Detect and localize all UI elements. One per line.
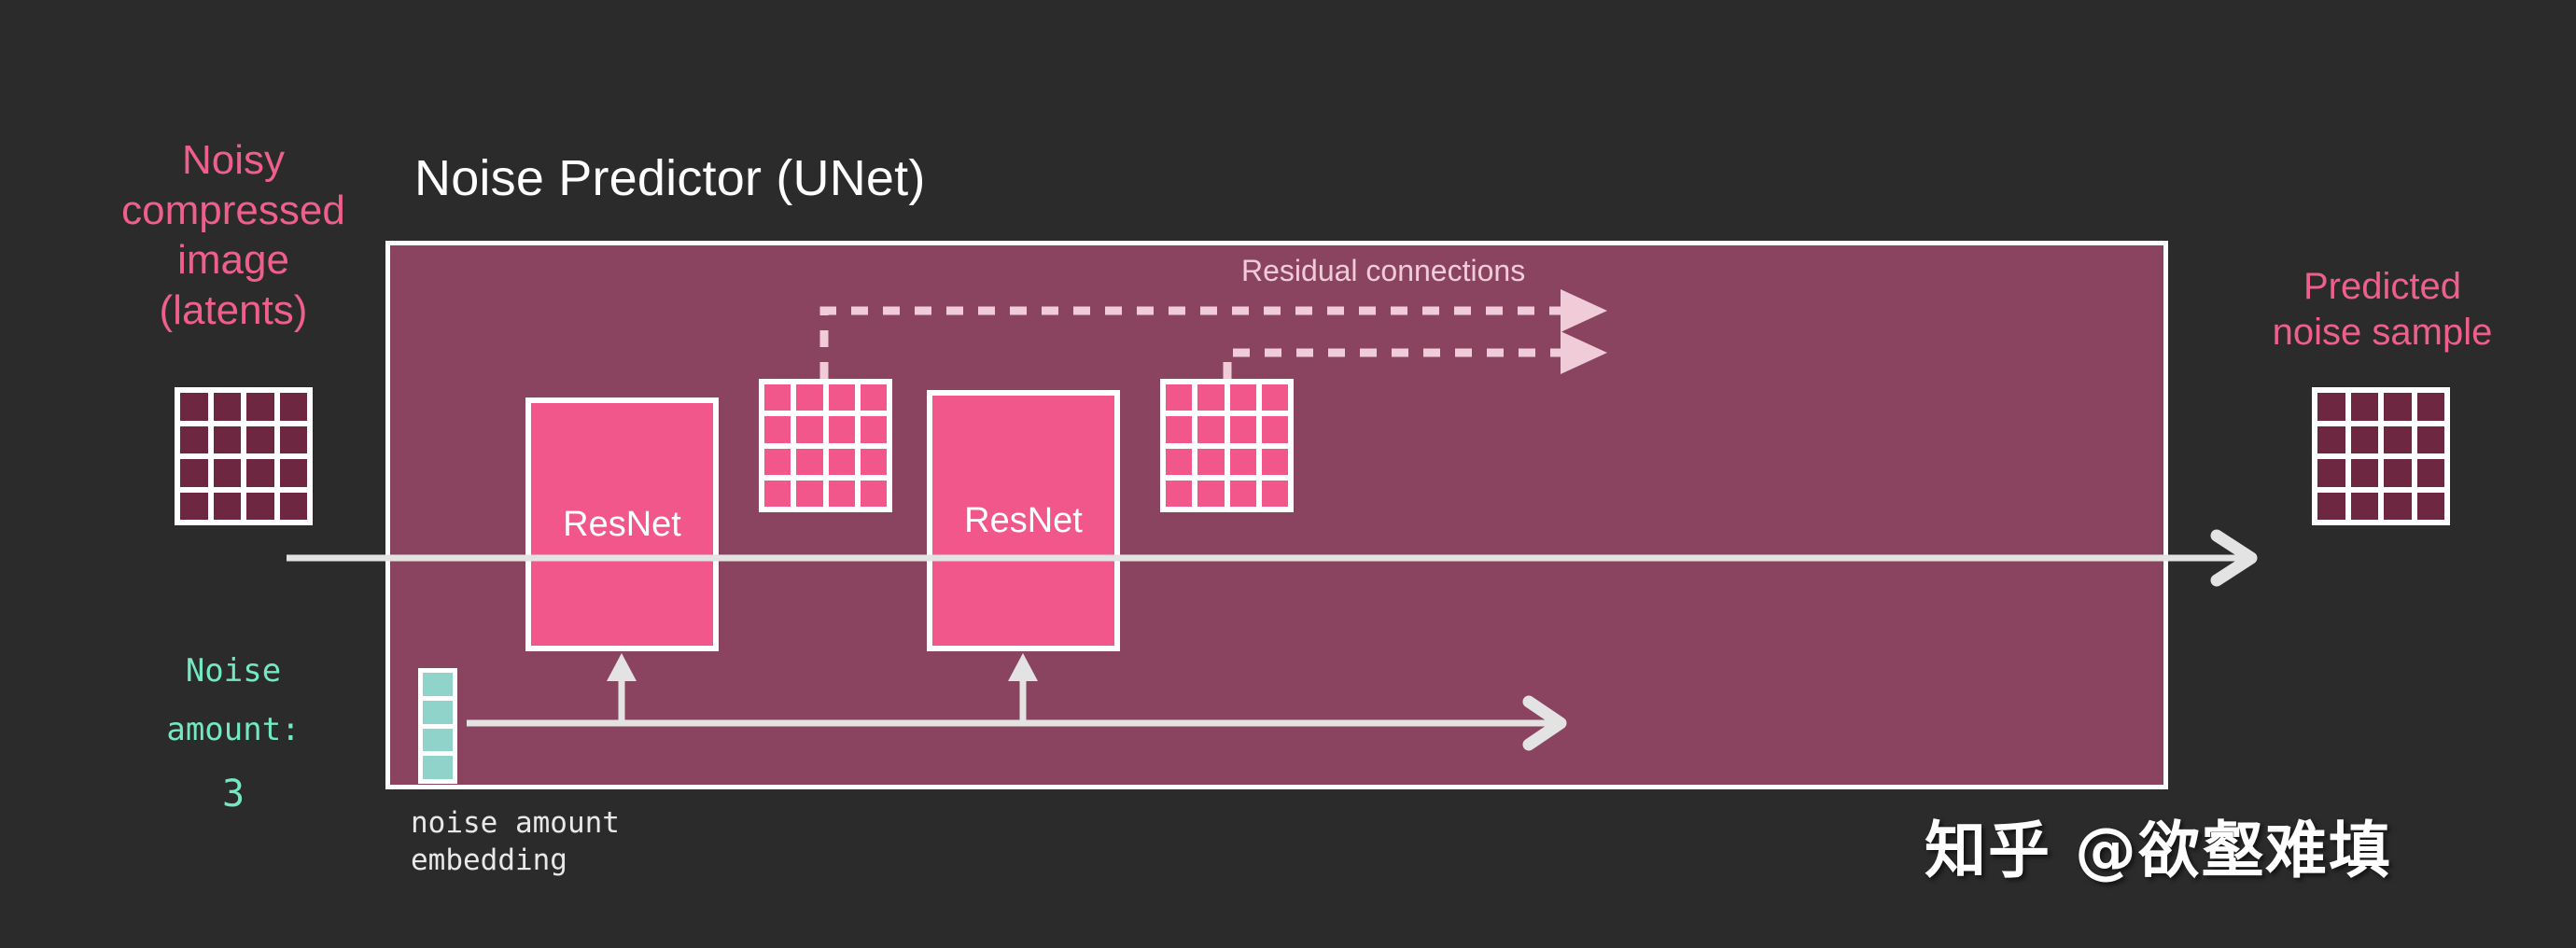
feature-cell (1197, 416, 1225, 443)
feature-cell (1261, 416, 1288, 443)
resnet-block-label: ResNet (964, 500, 1083, 540)
embedding-cell (423, 673, 453, 696)
latent-cell (2317, 492, 2345, 520)
latent-cell (2416, 459, 2444, 487)
feature-cell (1197, 448, 1225, 475)
feature-cell (796, 480, 823, 507)
feature-cell (764, 416, 791, 443)
noise-amount-label: Noise amount: (166, 652, 301, 748)
latent-cell (213, 393, 241, 421)
latent-cell (2350, 492, 2378, 520)
feature-cell (1197, 480, 1225, 507)
latent-cell (246, 459, 274, 487)
feature-map-grid-2 (1160, 379, 1294, 512)
feature-cell (764, 384, 791, 411)
latent-cell (2384, 492, 2412, 520)
feature-cell (1166, 480, 1193, 507)
page-title: Noise Predictor (UNet) (414, 150, 926, 206)
feature-cell (796, 416, 823, 443)
latent-cell (2350, 425, 2378, 453)
latent-cell (180, 393, 208, 421)
feature-cell (1197, 384, 1225, 411)
feature-cell (1229, 384, 1256, 411)
latent-cell (279, 459, 307, 487)
latent-cell (279, 425, 307, 453)
latent-cell (246, 492, 274, 520)
noise-amount-value: 3 (221, 772, 245, 816)
noise-amount-block: Noise amount: 3 (93, 642, 373, 829)
embedding-cell (423, 756, 453, 779)
latent-cell (279, 393, 307, 421)
noise-amount-embedding-vector (418, 668, 457, 784)
feature-cell (1166, 448, 1193, 475)
predicted-noise-label: Predicted noise sample (2272, 266, 2493, 353)
resnet-block-label: ResNet (563, 504, 681, 544)
latent-cell (2416, 393, 2444, 421)
feature-cell (1261, 480, 1288, 507)
feature-cell (828, 480, 855, 507)
feature-cell (860, 384, 887, 411)
feature-cell (860, 448, 887, 475)
latent-cell (213, 459, 241, 487)
latent-cell (2317, 393, 2345, 421)
residual-connections-label: Residual connections (1241, 254, 1526, 287)
feature-cell (1229, 416, 1256, 443)
latent-cell (2317, 425, 2345, 453)
latent-cell (2317, 459, 2345, 487)
latent-cell (2416, 492, 2444, 520)
latent-cell (2384, 459, 2412, 487)
latent-cell (213, 492, 241, 520)
latent-cell (246, 393, 274, 421)
latent-cell (246, 425, 274, 453)
feature-cell (1166, 384, 1193, 411)
main-flow-arrowhead (2210, 529, 2258, 587)
feature-cell (1229, 480, 1256, 507)
feature-cell (764, 480, 791, 507)
resnet-block-1[interactable]: ResNet (525, 397, 719, 651)
feature-cell (1261, 384, 1288, 411)
latent-cell (2384, 425, 2412, 453)
latent-cell (180, 459, 208, 487)
latent-cell (180, 492, 208, 520)
latent-cell (180, 425, 208, 453)
watermark: 知乎 @欲壑难填 (1925, 815, 2392, 886)
feature-cell (860, 480, 887, 507)
feature-map-grid-1 (759, 379, 892, 512)
latent-cell (2416, 425, 2444, 453)
noise-amount-embedding-label: noise amount embedding (411, 806, 620, 878)
feature-cell (828, 384, 855, 411)
feature-cell (796, 448, 823, 475)
feature-cell (1261, 448, 1288, 475)
embedding-cell (423, 700, 453, 724)
embedding-cell (423, 728, 453, 752)
feature-cell (796, 384, 823, 411)
feature-cell (1229, 448, 1256, 475)
latent-cell (2350, 459, 2378, 487)
latent-cell (213, 425, 241, 453)
latent-cell (2350, 393, 2378, 421)
predicted-noise-grid (2312, 387, 2450, 525)
feature-cell (860, 416, 887, 443)
feature-cell (828, 448, 855, 475)
feature-cell (828, 416, 855, 443)
noisy-latent-grid (175, 387, 313, 525)
feature-cell (764, 448, 791, 475)
latent-cell (2384, 393, 2412, 421)
noisy-latent-label: Noisy compressed image (latents) (121, 137, 345, 334)
feature-cell (1166, 416, 1193, 443)
resnet-block-2[interactable]: ResNet (927, 390, 1120, 651)
latent-cell (279, 492, 307, 520)
